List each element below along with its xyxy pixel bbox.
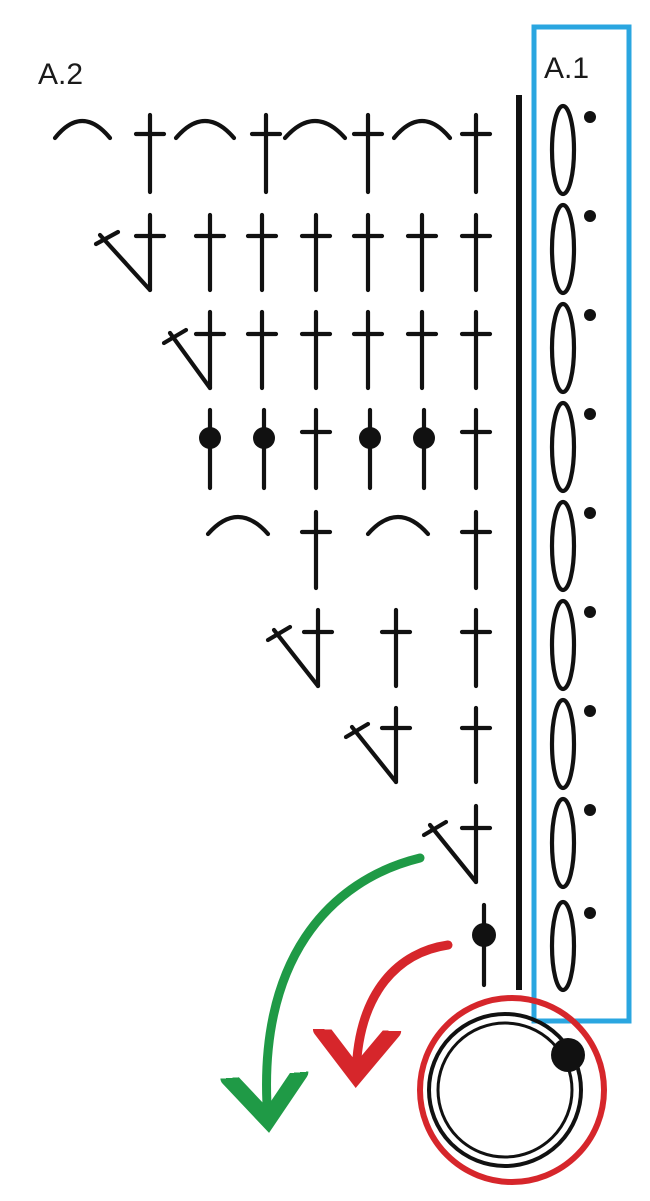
- a2-symbol-grid: [52, 112, 496, 988]
- a1-oval: [549, 899, 596, 993]
- decrease-slash-symbol: [93, 212, 167, 293]
- a2-row: [161, 309, 493, 391]
- treble-crochet-symbol: [405, 309, 439, 391]
- dot-stitch-symbol: [413, 407, 435, 491]
- start-ring-symbol: [417, 995, 607, 1185]
- a1-highlight-box: [531, 24, 632, 1024]
- chain-arch-symbol: [173, 119, 237, 141]
- a2-row: [205, 509, 493, 591]
- treble-crochet-symbol: [245, 309, 279, 391]
- a1-oval: [549, 103, 596, 197]
- treble-crochet-symbol: [459, 509, 493, 591]
- treble-crochet-symbol: [459, 407, 493, 491]
- a2-row: [472, 902, 496, 988]
- treble-crochet-symbol: [351, 212, 385, 293]
- a2-row: [93, 212, 493, 293]
- treble-crochet-symbol: [133, 112, 167, 195]
- a1-oval: [549, 301, 596, 395]
- chain-arch-symbol: [365, 515, 431, 537]
- a2-row: [343, 705, 493, 785]
- treble-crochet-symbol: [379, 607, 413, 689]
- treble-crochet-symbol: [299, 509, 333, 591]
- treble-crochet-symbol: [351, 309, 385, 391]
- a2-row: [199, 407, 493, 491]
- chart-label-a2: A.2: [38, 58, 84, 91]
- chain-arch-symbol: [282, 119, 348, 141]
- treble-crochet-symbol: [299, 212, 333, 293]
- a1-oval: [549, 499, 596, 593]
- green-direction-arrow: [267, 853, 425, 1120]
- a1-oval: [549, 796, 596, 890]
- treble-crochet-symbol: [405, 212, 439, 293]
- treble-crochet-symbol: [351, 112, 385, 195]
- red-direction-arrow: [356, 940, 453, 1075]
- dot-stitch-symbol: [199, 407, 221, 491]
- decrease-slash-symbol: [343, 705, 413, 785]
- chain-arch-symbol: [52, 119, 113, 141]
- decrease-slash-symbol: [421, 803, 493, 885]
- chain-arch-symbol: [205, 515, 271, 537]
- treble-crochet-symbol: [299, 309, 333, 391]
- a1-oval: [549, 598, 596, 692]
- a2-row: [265, 607, 493, 689]
- decrease-slash-symbol: [265, 607, 335, 689]
- a1-symbol-column: [549, 103, 596, 993]
- treble-crochet-symbol: [459, 309, 493, 391]
- a2-row: [421, 803, 493, 885]
- a1-oval: [549, 697, 596, 791]
- treble-crochet-symbol: [459, 112, 493, 195]
- treble-crochet-symbol: [459, 607, 493, 689]
- treble-crochet-symbol: [299, 407, 333, 491]
- dot-stitch-symbol: [253, 407, 275, 491]
- a1-oval: [549, 400, 596, 494]
- treble-crochet-symbol: [249, 112, 283, 195]
- decrease-slash-symbol: [161, 309, 227, 391]
- a1-oval: [549, 202, 596, 296]
- chain-arch-symbol: [391, 119, 453, 141]
- chart-label-a1: A.1: [544, 52, 590, 85]
- a2-row: [52, 112, 493, 195]
- treble-crochet-symbol: [459, 212, 493, 293]
- dot-stitch-symbol: [472, 902, 496, 988]
- treble-crochet-symbol: [459, 705, 493, 785]
- treble-crochet-symbol: [193, 212, 227, 293]
- dot-stitch-symbol: [359, 407, 381, 491]
- treble-crochet-symbol: [245, 212, 279, 293]
